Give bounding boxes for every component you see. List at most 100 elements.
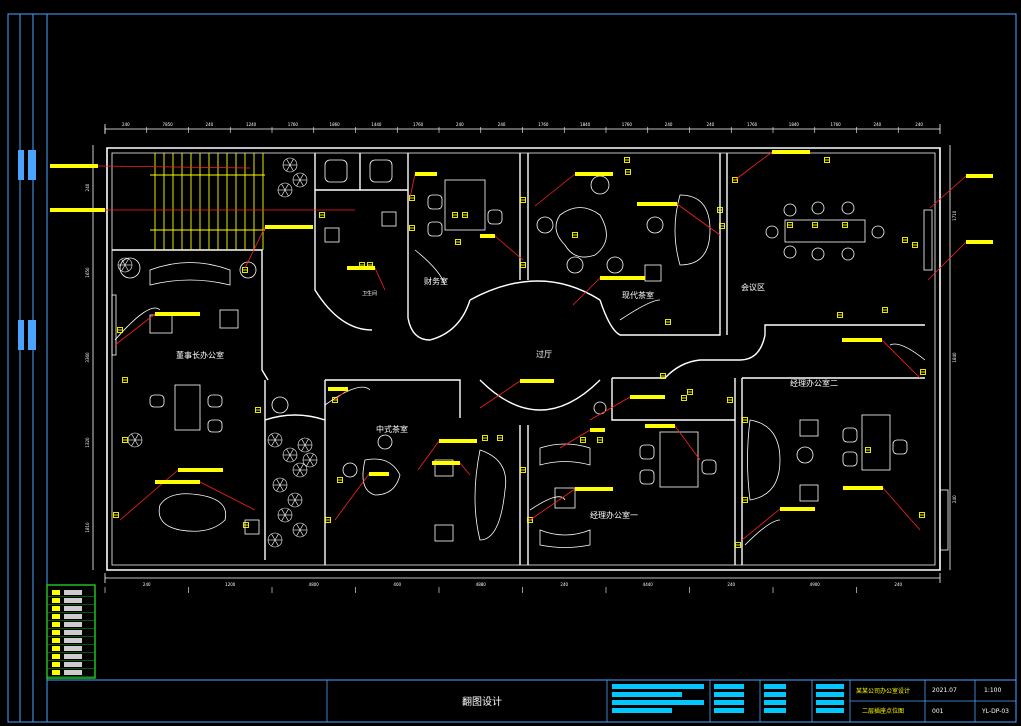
plant-leaf xyxy=(306,459,311,467)
staircase xyxy=(150,153,265,250)
room-label-conference: 会议区 xyxy=(741,282,765,292)
callout-label-bar xyxy=(772,150,810,154)
dimension-value: 1710 xyxy=(952,210,957,221)
plant-leaf xyxy=(299,469,304,477)
plant-leaf xyxy=(281,508,286,516)
dimension-value: 240 xyxy=(894,582,902,587)
callout-label-bar xyxy=(966,240,993,244)
plant-leaf xyxy=(286,158,291,166)
callout-label-bar xyxy=(966,174,993,178)
dimension-value: 240 xyxy=(85,183,90,191)
dimension-value: 1760 xyxy=(288,122,299,127)
callout-label-bar xyxy=(480,234,495,238)
callout-label-bar xyxy=(155,480,200,484)
plant-leaf xyxy=(271,539,276,547)
legend-symbol xyxy=(52,630,60,635)
callout-label-bar xyxy=(50,208,105,212)
callout-leader-line xyxy=(97,165,251,169)
plant-leaf xyxy=(276,478,281,486)
plant-leaf xyxy=(296,523,301,531)
legend-symbol xyxy=(52,606,60,611)
legend-symbol xyxy=(52,654,60,659)
dimension-value: 1760 xyxy=(538,122,549,127)
plant-leaf xyxy=(294,493,299,501)
plant-leaf xyxy=(299,523,304,531)
callout-leader-line xyxy=(374,267,386,291)
callout-label-bar xyxy=(178,468,223,472)
callout-leader-line xyxy=(199,481,256,511)
callout-leader-line xyxy=(882,487,921,531)
title-field xyxy=(764,700,786,705)
title-field xyxy=(612,708,672,713)
callout-leader-line xyxy=(734,151,773,181)
dimension-value: 7850 xyxy=(163,122,174,127)
callout-leaders xyxy=(97,151,967,541)
plant-leaf xyxy=(281,514,286,522)
callout-leader-line xyxy=(929,175,967,209)
dimension-value: 240 xyxy=(122,122,130,127)
callout-leader-line xyxy=(534,173,576,207)
dimension-value: 1810 xyxy=(85,522,90,533)
plant-leaf xyxy=(274,439,279,447)
plant-leaf xyxy=(284,508,289,516)
legend-symbol xyxy=(52,590,60,595)
room-label-gm2: 经理办公室二 xyxy=(790,378,838,388)
dimension-value: 400 xyxy=(393,582,401,587)
plant-leaf xyxy=(299,463,304,471)
title-field xyxy=(816,708,844,713)
room-labels: 财务室 现代茶室 会议区 董事长办公室 过厅 中式茶室 经理办公室二 经理办公室… xyxy=(176,276,838,520)
page-number: 001 xyxy=(932,708,944,715)
legend-text xyxy=(64,638,82,643)
plant-leaf xyxy=(289,448,294,456)
dimension-value: 1760 xyxy=(413,122,424,127)
plant-leaf xyxy=(124,258,129,266)
legend-symbol xyxy=(52,662,60,667)
drawing-title: 二层插座点位图 xyxy=(862,707,904,715)
dimension-value: 1840 xyxy=(789,122,800,127)
callout-leader-line xyxy=(881,339,921,379)
plant-leaf xyxy=(271,439,276,447)
callout-label-bar xyxy=(439,439,477,443)
dimension-value: 240 xyxy=(915,122,923,127)
plant-leaf xyxy=(309,453,314,461)
callout-label-bar xyxy=(155,312,200,316)
plant-leaf xyxy=(309,459,314,467)
plant-leaf xyxy=(271,533,276,541)
callout-label-bar xyxy=(369,472,389,476)
plant-leaf xyxy=(299,529,304,537)
plant-leaf xyxy=(291,493,296,501)
legend-text xyxy=(64,630,82,635)
room-label-hall: 过厅 xyxy=(536,349,552,359)
callout-leader-line xyxy=(741,508,781,541)
title-field xyxy=(764,692,786,697)
plant-leaf xyxy=(299,179,304,187)
plant-leaf xyxy=(301,444,306,452)
title-field xyxy=(612,684,704,689)
plant-leaf xyxy=(131,439,136,447)
dimension-value: 1760 xyxy=(747,122,758,127)
callout-leader-line xyxy=(589,396,631,421)
title-field xyxy=(816,692,844,697)
plant-leaf xyxy=(296,469,301,477)
legend-text xyxy=(64,670,82,675)
dimension-value: 1650 xyxy=(85,267,90,278)
callout-leader-line xyxy=(409,173,416,199)
callout-leader-line xyxy=(559,429,591,449)
plant-leaf xyxy=(276,484,281,492)
legend-text xyxy=(64,654,82,659)
dimension-value: 240 xyxy=(665,122,673,127)
plant-leaf xyxy=(281,189,286,197)
callout-leader-line xyxy=(494,235,524,261)
plant-leaf xyxy=(304,444,309,452)
drawing-scale: 1:100 xyxy=(984,687,1001,694)
side-strip-marks xyxy=(18,150,36,350)
title-block-text: 翻图设计 某某公司办公室设计 二层插座点位图 2021.07 1:100 YL-… xyxy=(462,687,1009,715)
plant-leaf xyxy=(289,454,294,462)
callout-label-bar xyxy=(347,266,375,270)
callout-leader-line xyxy=(572,277,601,306)
planter-foliage xyxy=(117,157,318,548)
plant-leaf xyxy=(296,529,301,537)
plant-leaf xyxy=(291,499,296,507)
